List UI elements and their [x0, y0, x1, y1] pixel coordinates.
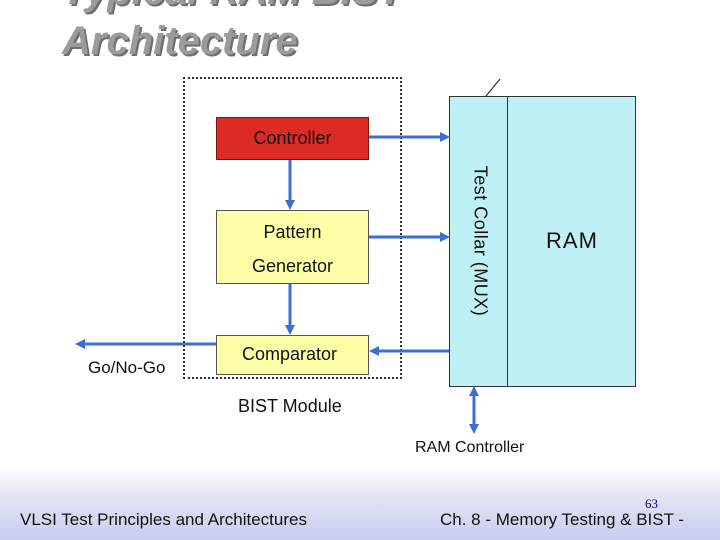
footer-bar: [0, 468, 720, 540]
go-no-go-label: Go/No-Go: [88, 358, 166, 377]
bist-module-boundary: [183, 77, 402, 379]
controller-block: Controller: [216, 117, 369, 160]
ram-label: RAM: [546, 228, 598, 253]
pattern-generator-block: Pattern Generator: [216, 210, 369, 284]
controller-label: Controller: [253, 128, 332, 148]
pattern-generator-label-line1: Pattern: [263, 222, 322, 242]
comparator-block: Comparator: [216, 335, 369, 375]
bist-module-label: BIST Module: [238, 396, 342, 416]
comparator-label: Comparator: [242, 344, 338, 364]
footer-left-text: VLSI Test Principles and Architectures: [20, 510, 307, 529]
page-number: 63: [645, 496, 658, 511]
slide-title: Typical RAM BIST Architecture: [62, 0, 403, 63]
ram-controller-label: RAM Controller: [415, 439, 525, 456]
collar-callout-line: [485, 78, 501, 97]
pattern-generator-label-line2: Generator: [251, 256, 334, 276]
footer-right-text: Ch. 8 - Memory Testing & BIST -: [440, 510, 685, 529]
test-collar-divider: [507, 96, 508, 387]
